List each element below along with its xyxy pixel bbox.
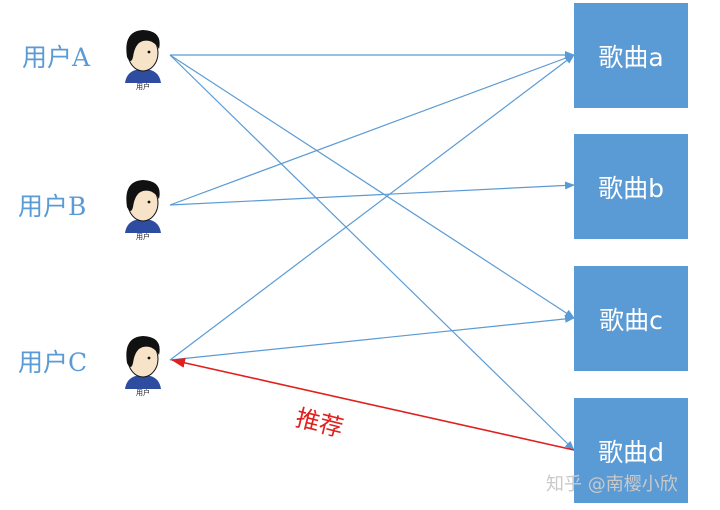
edge-2 xyxy=(169,54,575,451)
song-box-a: 歌曲a xyxy=(574,3,688,108)
user-label-b: 用户B xyxy=(18,192,87,221)
song-box-c: 歌曲c xyxy=(574,266,688,371)
user-b-avatar-caption: 用户 xyxy=(136,233,150,241)
recommendation-arrow xyxy=(171,357,575,451)
edge-3 xyxy=(169,54,575,206)
edge-6 xyxy=(169,314,575,361)
edge-4 xyxy=(169,181,575,206)
song-box-b: 歌曲b xyxy=(574,134,688,239)
user-b-avatar-icon xyxy=(125,180,161,233)
user-c-avatar-icon xyxy=(125,336,161,389)
user-label-c: 用户C xyxy=(18,348,88,377)
user-a-avatar-caption: 用户 xyxy=(136,83,150,91)
watermark: 知乎 @南樱小欣 xyxy=(546,474,678,495)
edge-1 xyxy=(169,54,575,319)
user-a-avatar-icon xyxy=(125,30,161,83)
user-c-avatar-caption: 用户 xyxy=(136,389,150,397)
user-label-a: 用户A xyxy=(22,43,91,72)
edge-5 xyxy=(169,54,575,361)
song-box-d: 歌曲d xyxy=(574,398,688,503)
